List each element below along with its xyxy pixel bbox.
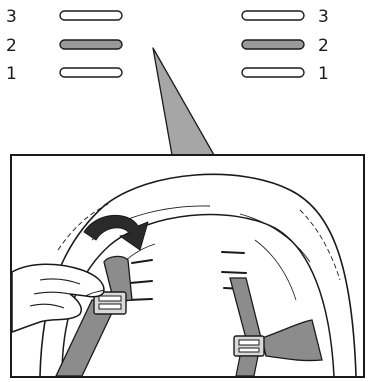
hand-icon [12,263,105,333]
right-side-strap [261,319,323,362]
slot-3-left [59,10,123,21]
left-shoulder-strap-end [103,255,133,303]
slot-number: 2 [6,36,17,56]
slot-guide-right: 3 2 1 [241,7,329,84]
slot-1-right [241,67,305,78]
slot-guide: 3 2 1 3 2 1 [6,7,329,84]
slot-1-left [59,67,123,78]
callout-pointer [152,47,215,156]
slot-2-right-highlighted [241,39,305,50]
detail-illustration [10,154,365,378]
slot-guide-left: 3 2 1 [6,7,123,84]
slot-number: 1 [318,64,329,84]
buckle-icon [93,291,127,315]
slot-2-left-highlighted [59,39,123,50]
curved-arrow-icon [83,214,149,251]
slot-number: 1 [6,64,17,84]
slot-number: 2 [318,36,329,56]
slot-number: 3 [6,7,17,27]
slot-number: 3 [318,7,329,27]
buckle-icon [233,335,265,357]
slot-3-right [241,10,305,21]
